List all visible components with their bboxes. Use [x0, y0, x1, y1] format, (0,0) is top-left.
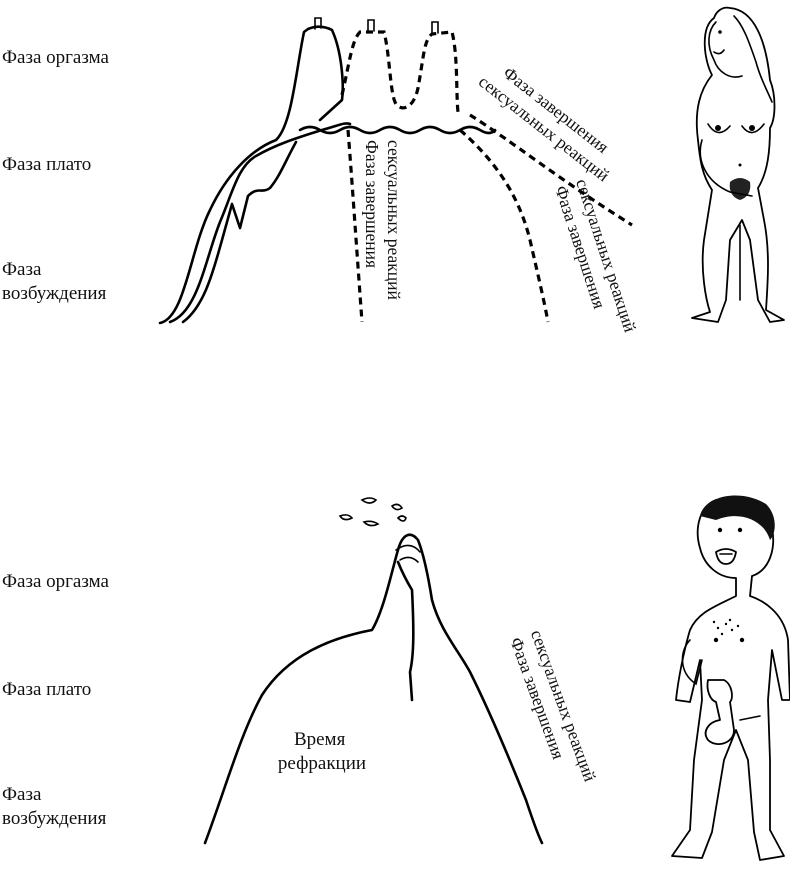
- female-dashed-resolution-c: [469, 113, 633, 227]
- female-curve-multiple-orgasm: [158, 25, 344, 325]
- female-peak-tip-3: [431, 21, 439, 34]
- male-phase-excitement-line1: Фаза: [2, 784, 42, 805]
- female-resolution-label-b: Фаза завершения сексуальных реакций: [551, 176, 640, 341]
- male-phase-excitement-line2: возбуждения: [2, 808, 107, 829]
- female-resolution-label-a: Фаза завершения сексуальных реакций: [362, 140, 404, 300]
- female-phase-excitement-line1: Фаза: [2, 259, 42, 280]
- female-phase-orgasm-label: Фаза оргазма: [2, 47, 109, 68]
- female-resolution-label-c: Фаза завершения сексуальных реакций: [475, 54, 627, 186]
- female-peak-tip-2: [367, 19, 375, 32]
- female-plateau-wave: [298, 125, 497, 135]
- male-peak-cap: [395, 544, 421, 553]
- female-dashed-resolution-b: [458, 128, 550, 323]
- female-phase-plateau-label: Фаза плато: [2, 154, 91, 175]
- ejaculation-droplets: [338, 497, 407, 527]
- male-peak-tip: [399, 556, 419, 563]
- female-dashed-orgasm-peaks: [340, 30, 460, 113]
- female-panel: Фаза оргазма Фаза плато Фаза возбуждения…: [2, 6, 785, 341]
- male-resolution-label: Фаза завершения сексуальных реакций: [506, 627, 600, 792]
- female-resolution-a-line2: сексуальных реакций: [384, 140, 404, 300]
- male-response-curve: [203, 533, 544, 845]
- female-curve-plateau: [168, 122, 352, 324]
- female-curve-excitement: [181, 140, 298, 324]
- female-resolution-a-line1: Фаза завершения: [362, 140, 382, 268]
- female-phase-excitement-line2: возбуждения: [2, 283, 107, 304]
- male-refractory-line2: рефракции: [278, 753, 366, 774]
- female-peak-tip-1: [314, 17, 322, 30]
- female-dashed-resolution-a: [346, 129, 364, 323]
- female-figure-illustration: [691, 6, 785, 323]
- male-panel: Фаза оргазма Фаза плато Фаза возбуждения…: [2, 495, 790, 861]
- male-curve-inner-drop: [396, 560, 415, 702]
- male-phase-plateau-label: Фаза плато: [2, 679, 91, 700]
- male-phase-excitement-label: Фаза возбуждения: [2, 784, 107, 829]
- male-refractory-label: Время рефракции: [278, 729, 366, 774]
- male-phase-orgasm-label: Фаза оргазма: [2, 571, 109, 592]
- male-figure-illustration: [671, 495, 790, 861]
- female-phase-excitement-label: Фаза возбуждения: [2, 259, 107, 304]
- male-refractory-line1: Время: [294, 729, 346, 750]
